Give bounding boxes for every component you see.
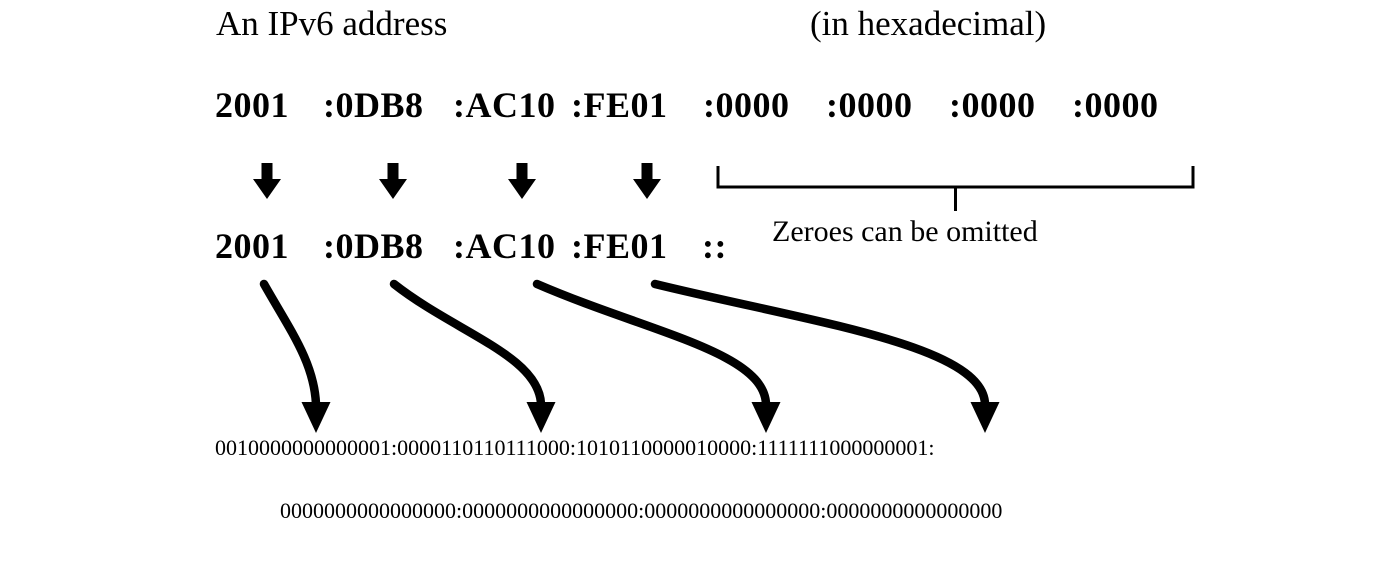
hex-group-1: 2001 — [215, 85, 289, 125]
compressed-group-4: :FE01 — [571, 226, 668, 266]
curved-arrow-head — [526, 402, 556, 433]
hex-to-binary-arrow-icon — [650, 279, 1000, 433]
compressed-group-1: 2001 — [215, 226, 289, 266]
zero-groups-bracket — [716, 166, 1195, 189]
hex-group-7: :0000 — [949, 85, 1036, 125]
curved-arrow-shaft — [389, 279, 546, 409]
hex-to-binary-arrow-icon — [532, 279, 781, 433]
compressed-group-2: :0DB8 — [323, 226, 424, 266]
curved-arrow-shaft — [650, 279, 990, 409]
curved-arrow-shaft — [532, 279, 771, 409]
hex-group-6: :0000 — [826, 85, 913, 125]
compressed-group-3: :AC10 — [453, 226, 556, 266]
down-arrow-icon — [379, 163, 407, 199]
page-title: An IPv6 address — [216, 4, 448, 43]
curved-arrow-head — [970, 402, 1000, 433]
curved-arrow-head — [751, 402, 781, 433]
hex-group-2: :0DB8 — [323, 85, 424, 125]
down-arrow-icon — [253, 163, 281, 199]
hex-to-binary-arrow-icon — [389, 279, 556, 433]
hex-group-4: :FE01 — [571, 85, 668, 125]
hex-group-3: :AC10 — [453, 85, 556, 125]
curved-arrow-head — [301, 402, 331, 433]
hex-group-8: :0000 — [1072, 85, 1159, 125]
hex-group-5: :0000 — [703, 85, 790, 125]
hex-to-binary-arrow-icon — [259, 279, 331, 433]
hexadecimal-note: (in hexadecimal) — [810, 4, 1047, 43]
zeros-omitted-label: Zeroes can be omitted — [772, 215, 1038, 248]
curved-arrow-shaft — [259, 279, 321, 409]
down-arrow-icon — [508, 163, 536, 199]
double-colon-shorthand: :: — [702, 226, 727, 266]
down-arrow-icon — [633, 163, 661, 199]
binary-line-1: 0010000000000001:0000110110111000:101011… — [215, 435, 935, 460]
binary-line-2: 0000000000000000:0000000000000000:000000… — [280, 498, 1003, 523]
